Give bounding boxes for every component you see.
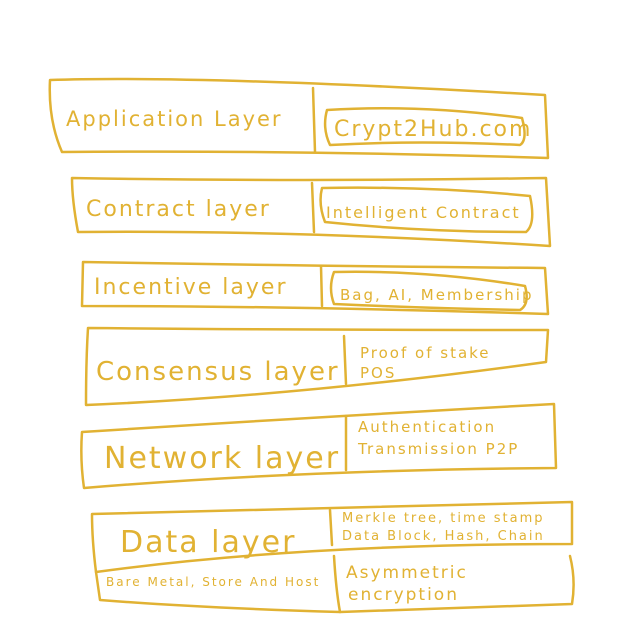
incentive-layer: Incentive layer Bag, AI, Membership: [80, 260, 550, 316]
bottom-left-text: Bare Metal, Store And Host: [106, 575, 320, 589]
layer-detail: Intelligent Contract: [326, 203, 521, 222]
layer-name: Data layer: [120, 525, 296, 560]
contract-layer: Contract layer Intelligent Contract: [70, 176, 552, 248]
layer-detail: Crypt2Hub.com: [334, 117, 532, 142]
layer-name: Contract layer: [86, 197, 271, 222]
data-layer: Data layer Merkle tree, time stamp Data …: [90, 500, 574, 574]
layer-name: Incentive layer: [94, 275, 288, 300]
bottom-right-text: Asymmetric: [346, 563, 468, 583]
bottom-right-text: encryption: [348, 585, 459, 605]
network-layer: Network layer Authentication Transmissio…: [80, 402, 558, 490]
layer-detail: Merkle tree, time stamp: [342, 511, 545, 526]
layer-name: Network layer: [104, 441, 340, 476]
bottom-row: Bare Metal, Store And Host Asymmetric en…: [94, 554, 575, 614]
layer-detail: POS: [360, 364, 396, 382]
application-layer: Application Layer Crypt2Hub.com: [48, 77, 550, 160]
layer-detail: Proof of stake: [360, 344, 491, 362]
layer-detail: Bag, AI, Membership: [340, 286, 533, 304]
consensus-layer: Consensus layer Proof of stake POS: [84, 326, 550, 407]
layer-detail: Transmission P2P: [357, 440, 519, 458]
layer-name: Consensus layer: [96, 357, 340, 387]
layer-detail: Authentication: [358, 418, 496, 436]
layer-name: Application Layer: [66, 107, 283, 131]
layer-detail: Data Block, Hash, Chain: [342, 529, 545, 544]
